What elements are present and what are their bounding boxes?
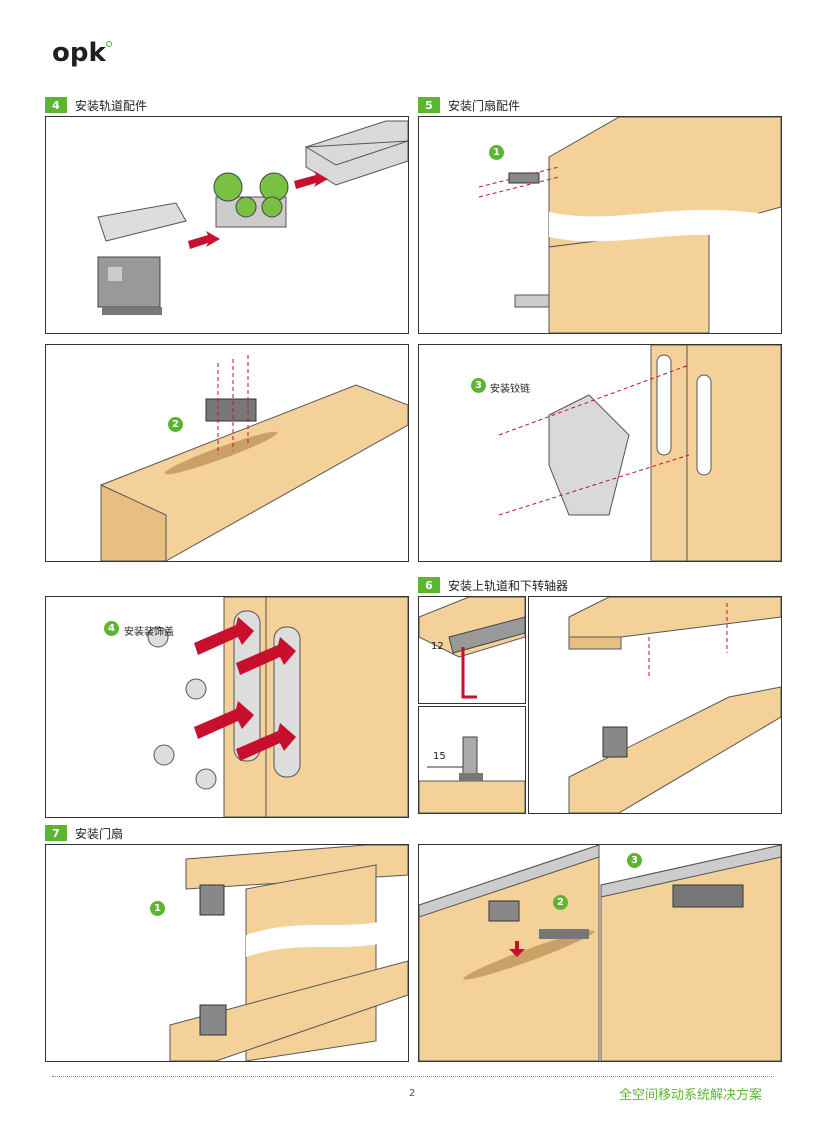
dimension-label: 12: [431, 641, 444, 652]
step-label: 安装铰链: [490, 384, 530, 395]
step-label: 安装装饰盖: [124, 627, 174, 638]
door-in-rail-illustration: [419, 845, 781, 1061]
section-title: 安装上轨道和下转轴器: [448, 578, 569, 593]
panel-install-door: 1: [45, 844, 409, 1062]
step-badge: 3: [627, 853, 642, 868]
step-badge: 4: [104, 621, 119, 636]
registered-mark-icon: [105, 41, 112, 47]
section-6-header: 6 安装上轨道和下转轴器: [418, 577, 568, 593]
top-rail-detail-illustration: [419, 597, 525, 699]
panel-door-in-rail: 2 3: [418, 844, 782, 1062]
step-badge: 1: [489, 145, 504, 160]
step-badge: 1: [150, 901, 165, 916]
section-number: 4: [45, 97, 67, 113]
install-door-illustration: [169, 845, 408, 1061]
section-7-header: 7 安装门扇: [45, 825, 123, 841]
track-accessories-illustration: [97, 120, 408, 315]
panel-track-accessories: [45, 116, 409, 334]
section-title: 安装轨道配件: [75, 98, 148, 113]
bottom-pivot-detail-illustration: [419, 736, 525, 813]
panel-top-rail-detail: 12: [418, 596, 526, 704]
panel-install-cover: 4 安装装饰盖: [45, 596, 409, 818]
cover-illustration: [147, 597, 408, 817]
footer-divider: [52, 1076, 774, 1077]
door-accessories-illustration: [478, 117, 781, 333]
hinge-illustration: [498, 345, 781, 561]
step-badge: 2: [553, 895, 568, 910]
brand-logo: opk: [52, 38, 112, 68]
section-title: 安装门扇配件: [448, 98, 521, 113]
bracket-mount-illustration: [100, 355, 408, 561]
section-5-header: 5 安装门扇配件: [418, 97, 520, 113]
rail-pivot-install-illustration: [568, 597, 781, 813]
footer-slogan: 全空间移动系统解决方案: [619, 1088, 763, 1103]
panel-rail-pivot-install: [528, 596, 782, 814]
step-badge: 3: [471, 378, 486, 393]
section-4-header: 4 安装轨道配件: [45, 97, 147, 113]
section-title: 安装门扇: [75, 826, 124, 841]
panel-install-hinge: 3 安装铰链: [418, 344, 782, 562]
page-number: 2: [409, 1088, 416, 1099]
section-number: 7: [45, 825, 67, 841]
section-number: 6: [418, 577, 440, 593]
panel-bottom-pivot-detail: 15: [418, 706, 526, 814]
panel-door-accessories: 1: [418, 116, 782, 334]
step-badge: 2: [168, 417, 183, 432]
dimension-label: 15: [433, 751, 446, 762]
section-number: 5: [418, 97, 440, 113]
logo-text: opk: [52, 38, 106, 68]
panel-bracket-mount: 2: [45, 344, 409, 562]
